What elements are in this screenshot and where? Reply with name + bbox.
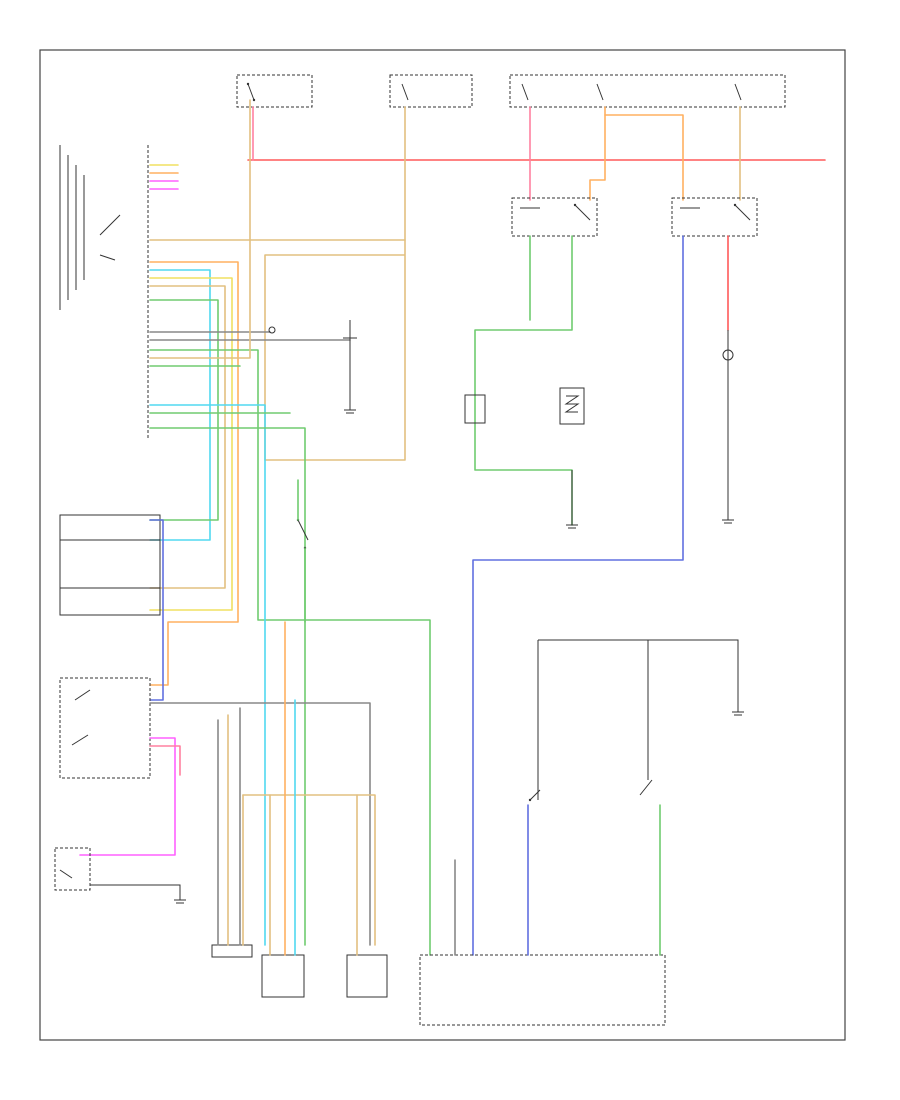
pressure-switch-center <box>296 518 309 550</box>
pin-green-deep <box>149 427 306 946</box>
powertrain-control-module <box>419 954 666 1026</box>
pressure-switch-high <box>639 640 653 796</box>
blower-resistor <box>59 514 161 616</box>
blower-blue-wire <box>149 519 164 701</box>
pin-green-long <box>149 349 431 956</box>
bundle-orange <box>149 261 239 686</box>
fuse-box-center <box>389 74 473 108</box>
blower-motor <box>54 847 91 891</box>
mode-switch <box>59 677 151 779</box>
fuse-box-right <box>509 74 786 108</box>
actuator-connector-1 <box>211 944 253 958</box>
fuse-box-left <box>236 74 313 108</box>
mode-gray-wire <box>149 702 371 946</box>
ground-symbol <box>566 524 578 529</box>
bundle-yellow <box>149 277 233 611</box>
relay-out-blue <box>472 235 684 956</box>
fuse-right-lead-c <box>604 114 684 201</box>
fan-motor-symbol <box>722 349 734 361</box>
diagram-frame <box>39 49 846 1041</box>
climate-control-module <box>59 145 149 440</box>
fuse-right-lead-b <box>589 106 606 201</box>
relay-out-wire-2 <box>474 235 573 526</box>
blower-ground-symbol <box>174 899 186 904</box>
mode-pink-wire <box>149 745 181 776</box>
mode-magenta-wire <box>79 737 176 856</box>
temperature-sensor <box>268 320 357 414</box>
fan-ground-symbol <box>722 519 734 524</box>
compressor-clutch-diode <box>464 394 486 424</box>
fan-relay <box>671 197 758 237</box>
actuator-connector-2 <box>261 954 305 998</box>
compressor-relay <box>511 197 598 237</box>
bundle-green <box>149 299 219 521</box>
pin-cyan-long <box>149 404 266 946</box>
pin-tan-up <box>149 99 251 359</box>
compressor-clutch-coil <box>559 387 585 425</box>
actuator-connector-3 <box>346 954 388 998</box>
pressure-switch-low <box>528 789 541 802</box>
bundle-tan <box>149 285 226 589</box>
actuator-2-wire-c <box>242 794 376 946</box>
pcm-ground-symbol <box>732 711 744 716</box>
